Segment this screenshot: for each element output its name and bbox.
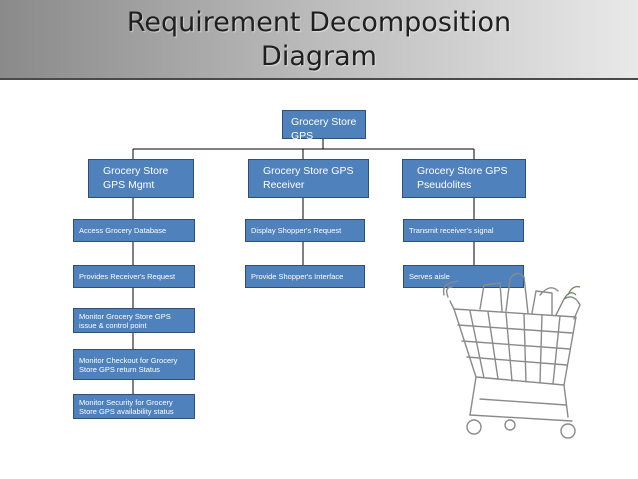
node-provides-receivers-request: Provides Receiver's Request [73, 265, 195, 288]
node-mgmt-label: Grocery Store GPS Mgmt [103, 165, 169, 191]
node-monitor-checkout: Monitor Checkout for Grocery Store GPS r… [73, 349, 195, 380]
shopping-cart-icon [442, 272, 581, 439]
title-banner: Requirement Decomposition Diagram [0, 0, 638, 80]
node-monitor-security: Monitor Security for Grocery Store GPS a… [73, 394, 195, 419]
node-receiver-label: Grocery Store GPS Receiver [263, 165, 354, 191]
leaf-label: Provide Shopper's Interface [251, 272, 344, 281]
title-line-2: Diagram [261, 41, 377, 72]
slide-title: Requirement Decomposition Diagram [0, 6, 638, 74]
node-provide-shoppers-interface: Provide Shopper's Interface [245, 265, 365, 288]
leaf-label: Transmit receiver's signal [409, 226, 494, 235]
node-access-grocery-database: Access Grocery Database [73, 219, 195, 242]
node-root: Grocery Store GPS [282, 110, 366, 142]
node-receiver: Grocery Store GPS Receiver [248, 159, 369, 198]
node-root-label: Grocery Store GPS [291, 116, 357, 142]
leaf-label: Serves aisle [409, 272, 450, 281]
leaf-label: Provides Receiver's Request [79, 272, 176, 281]
node-display-shoppers-request: Display Shopper's Request [245, 219, 365, 242]
leaf-label: Monitor Checkout for Grocery Store GPS r… [79, 355, 178, 374]
leaf-label: Access Grocery Database [79, 226, 167, 235]
node-mgmt: Grocery Store GPS Mgmt [88, 159, 194, 198]
node-serves-aisle: Serves aisle [403, 265, 524, 288]
node-transmit-receivers-signal: Transmit receiver's signal [403, 219, 524, 242]
node-pseudolites-label: Grocery Store GPS Pseudolites [417, 165, 508, 191]
leaf-label: Monitor Grocery Store GPS issue & contro… [79, 311, 171, 330]
node-pseudolites: Grocery Store GPS Pseudolites [402, 159, 526, 198]
node-monitor-issue-control-point: Monitor Grocery Store GPS issue & contro… [73, 308, 195, 333]
title-line-1: Requirement Decomposition [126, 7, 512, 38]
leaf-label: Display Shopper's Request [251, 226, 342, 235]
leaf-label: Monitor Security for Grocery Store GPS a… [79, 397, 174, 416]
